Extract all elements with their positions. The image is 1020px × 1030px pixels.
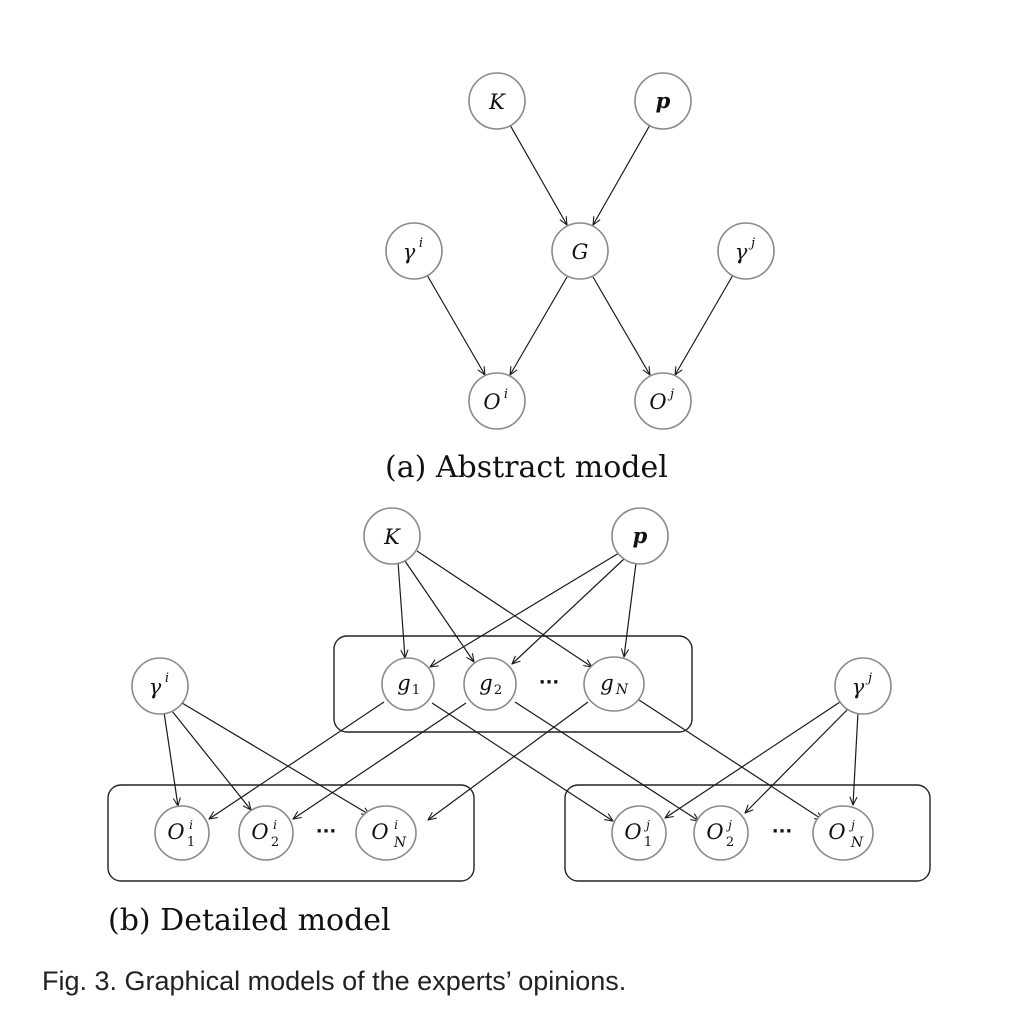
node-a-G: G (551, 222, 609, 280)
edge-b-gammaj-OjN (853, 711, 859, 805)
node-b-O-j-2: O j 2 (693, 805, 749, 861)
node-a-O-i-base: O (483, 390, 500, 414)
edge-b-K-g1 (397, 561, 405, 658)
node-b-gN-sub: N (615, 682, 629, 698)
panel-b-detailed-model: K p γ i γ j g 1 g 2 ··· g (107, 507, 931, 938)
node-b-gamma-i: γ i (131, 657, 189, 715)
edge-b-p-g2 (512, 557, 626, 664)
panel-a-abstract-model: K p γ i G γ j O i O j (a) Ab (385, 72, 775, 485)
node-b-O-j-N-base: O (828, 820, 845, 844)
node-a-gamma-j: γ j (717, 222, 775, 280)
panel-a-edges (426, 124, 734, 375)
edge-b-g2-Oj2 (514, 701, 699, 821)
node-a-G-label: G (572, 240, 589, 264)
node-a-K: K (468, 72, 526, 130)
O-j-ellipsis: ··· (772, 821, 793, 842)
node-a-O-i: O i (468, 372, 526, 430)
node-b-O-i-N-sub: N (393, 835, 407, 851)
edge-a-K-G (509, 124, 567, 225)
edge-a-gammai-Oi (426, 274, 485, 375)
node-b-K-label: K (383, 525, 401, 549)
figure-caption: Fig. 3. Graphical models of the experts’… (42, 966, 627, 996)
edge-b-p-gN (624, 562, 637, 657)
node-b-gN-base: g (600, 671, 613, 695)
edge-b-gammai-OiN (181, 702, 370, 815)
node-b-gamma-j-base: γ (852, 675, 865, 699)
node-b-g1-base: g (397, 671, 410, 695)
node-b-gN: g N (583, 656, 645, 712)
node-b-O-j-1-base: O (624, 820, 641, 844)
node-b-O-i-2-sup: i (273, 818, 277, 832)
node-b-O-j-N-sub: N (850, 835, 864, 851)
node-b-O-j-1: O j 1 (611, 805, 667, 861)
O-i-ellipsis: ··· (316, 821, 337, 842)
node-a-O-j: O j (634, 372, 692, 430)
node-a-p-label: p (656, 88, 671, 113)
node-b-O-i-N: O i N (355, 805, 417, 861)
g-ellipsis: ··· (539, 672, 560, 693)
node-a-O-j-base: O (649, 390, 666, 414)
node-b-gamma-i-base: γ (149, 675, 162, 699)
edge-b-gN-OjN (638, 699, 823, 820)
panel-a-caption: (a) Abstract model (385, 450, 668, 485)
edge-b-gammaj-Oj1 (665, 701, 841, 818)
node-b-g2-sub: 2 (494, 683, 502, 698)
node-b-O-i-N-base: O (371, 820, 388, 844)
node-b-O-i-1: O i 1 (154, 805, 210, 861)
edge-a-p-G (593, 124, 651, 225)
node-b-O-j-1-sub: 1 (644, 835, 652, 850)
edge-b-gammaj-Oj2 (745, 708, 849, 813)
edge-b-gammai-Oi1 (163, 711, 178, 806)
node-a-p: p (634, 72, 692, 130)
node-b-O-j-2-sup: j (725, 818, 732, 832)
edge-b-K-g2 (404, 560, 474, 662)
node-a-gamma-i: γ i (385, 222, 443, 280)
panel-b-caption: (b) Detailed model (108, 903, 391, 938)
edge-b-g2-Oi2 (293, 702, 467, 819)
node-b-O-j-2-sub: 2 (726, 835, 734, 850)
edge-b-gN-OiN (428, 701, 589, 820)
node-b-O-i-1-sup: i (189, 818, 193, 832)
edge-a-G-Oi (510, 276, 568, 375)
edge-b-K-gN (416, 550, 592, 667)
node-b-g2-base: g (479, 671, 492, 695)
edge-a-gammaj-Oj (675, 274, 734, 375)
edge-a-G-Oj (592, 276, 650, 375)
node-b-O-i-1-sub: 1 (187, 835, 195, 850)
node-b-gamma-i-sup: i (165, 671, 169, 686)
node-a-gamma-i-base: γ (403, 240, 416, 264)
node-a-K-label: K (488, 90, 506, 114)
node-b-gamma-j: γ j (834, 657, 892, 715)
node-b-O-i-2: O i 2 (238, 805, 294, 861)
node-a-O-j-sup: j (667, 387, 674, 402)
panel-b-edges (163, 550, 859, 821)
node-a-gamma-j-sup: j (748, 236, 755, 251)
edge-b-g1-Oi1 (209, 701, 385, 819)
node-b-O-j-N: O j N (812, 805, 874, 861)
node-b-O-i-1-base: O (167, 820, 184, 844)
edge-b-p-g1 (430, 552, 620, 667)
node-b-O-j-2-base: O (706, 820, 723, 844)
plate-O-i (107, 784, 475, 882)
node-b-K: K (363, 507, 421, 565)
node-a-gamma-j-base: γ (735, 240, 748, 264)
node-a-gamma-i-sup: i (419, 236, 423, 251)
plate-g (333, 635, 693, 733)
node-b-p-label: p (633, 523, 648, 548)
node-b-O-j-1-sup: j (643, 818, 650, 832)
edge-b-g1-Oj1 (431, 702, 613, 821)
plate-O-j (564, 784, 931, 882)
node-b-O-i-2-sub: 2 (271, 835, 279, 850)
node-b-g1: g 1 (381, 657, 435, 711)
node-b-O-i-2-base: O (251, 820, 268, 844)
node-b-g1-sub: 1 (412, 683, 420, 698)
node-b-gamma-j-sup: j (865, 671, 872, 686)
node-b-O-j-N-sup: j (848, 818, 855, 832)
node-b-g2: g 2 (463, 657, 517, 711)
node-a-O-i-sup: i (504, 387, 508, 402)
edge-b-gammai-Oi2 (171, 710, 251, 810)
node-b-p: p (611, 507, 669, 565)
node-b-O-i-N-sup: i (394, 818, 398, 832)
